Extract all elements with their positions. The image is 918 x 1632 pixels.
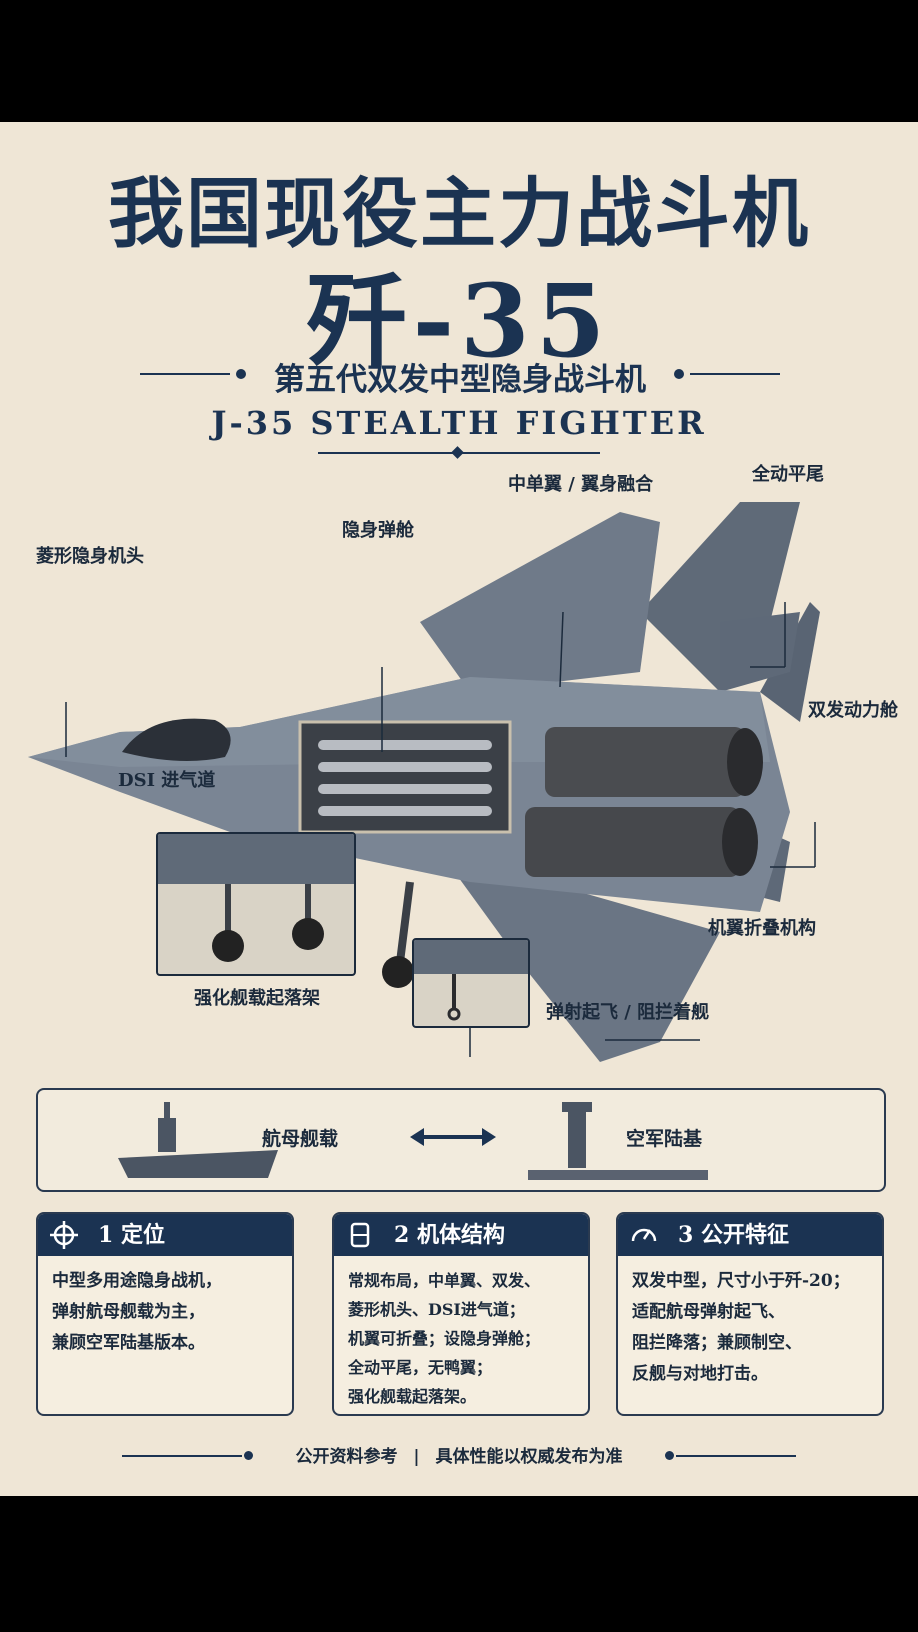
card-body: 中型多用途隐身战机， 弹射航母舰载为主， 兼顾空军陆基版本。 bbox=[38, 1256, 292, 1369]
page-title: 我国现役主力战斗机 bbox=[108, 169, 810, 258]
vertical-tail-icon bbox=[640, 502, 800, 692]
divider-dot bbox=[236, 369, 246, 379]
callout-tail: 全动平尾 bbox=[752, 464, 824, 485]
callout-engines: 双发动力舱 bbox=[808, 700, 898, 721]
card-line: 适配航母弹射起飞、 bbox=[632, 1302, 785, 1322]
divider-dot bbox=[674, 369, 684, 379]
divider-dot bbox=[244, 1451, 253, 1460]
cockpit-canopy-icon bbox=[122, 718, 231, 761]
upper-wing bbox=[420, 512, 660, 692]
lower-wing bbox=[440, 852, 720, 1062]
callout-weapons-bay: 隐身弹舱 bbox=[342, 520, 414, 541]
divider-line bbox=[122, 1455, 242, 1457]
card-line: 中型多用途隐身战机， bbox=[52, 1271, 222, 1291]
divider-dot bbox=[665, 1451, 674, 1460]
infographic-poster: 我国现役主力战斗机 歼-35 第五代双发中型隐身战斗机 J-35 STEALTH… bbox=[0, 122, 918, 1496]
divider-line bbox=[676, 1455, 796, 1457]
card-header: 1 定位 bbox=[38, 1214, 292, 1256]
subtitle-row: 第五代双发中型隐身战斗机 bbox=[140, 354, 780, 398]
divider-line bbox=[140, 373, 230, 375]
callout-tailhook: 弹射起飞 / 阻拦着舰 bbox=[546, 1002, 710, 1023]
card-number: 2 bbox=[394, 1222, 410, 1248]
callout-landing-gear: 强化舰载起落架 bbox=[194, 988, 320, 1009]
callout-nose: 菱形隐身机头 bbox=[36, 546, 144, 567]
carrier-label: 航母舰载 bbox=[262, 1128, 339, 1150]
card-line: 常规布局，中单翼、双发、 bbox=[348, 1271, 541, 1290]
card-number: 1 bbox=[98, 1222, 114, 1248]
airframe-icon bbox=[350, 1222, 370, 1248]
engine-lower-icon bbox=[525, 807, 740, 877]
landing-gear-icon bbox=[158, 834, 354, 962]
card-line: 兼顾空军陆基版本。 bbox=[52, 1333, 205, 1353]
card-line: 强化舰载起落架。 bbox=[348, 1387, 477, 1406]
card-line: 菱形机头、DSI进气道； bbox=[348, 1300, 525, 1319]
card-title: 机体结构 bbox=[416, 1222, 505, 1248]
jet-illustration bbox=[28, 502, 820, 1062]
card-line: 机翼可折叠；设隐身弹舱； bbox=[348, 1329, 541, 1348]
tailhook-inset bbox=[412, 938, 530, 1028]
model-title: 歼-35 bbox=[306, 262, 612, 380]
card-positioning: 1 定位 中型多用途隐身战机， 弹射航母舰载为主， 兼顾空军陆基版本。 bbox=[36, 1212, 294, 1416]
footer-left: 公开资料参考 bbox=[295, 1447, 398, 1467]
airbase-tower-icon bbox=[528, 1102, 708, 1180]
card-number: 3 bbox=[678, 1222, 694, 1248]
gauge-icon bbox=[631, 1228, 657, 1242]
card-header: 2 机体结构 bbox=[334, 1214, 588, 1256]
card-title: 定位 bbox=[120, 1222, 165, 1248]
crosshair-icon bbox=[50, 1221, 78, 1249]
footer: 公开资料参考 | 具体性能以权威发布为准 bbox=[0, 1440, 918, 1470]
land-base-label: 空军陆基 bbox=[626, 1128, 703, 1150]
footer-right: 具体性能以权威发布为准 bbox=[435, 1447, 623, 1467]
callout-wing: 中单翼 / 翼身融合 bbox=[508, 474, 654, 495]
divider-diamond bbox=[451, 446, 464, 459]
landing-gear-inset bbox=[156, 832, 356, 976]
card-line: 弹射航母舰载为主， bbox=[52, 1302, 205, 1322]
card-airframe: 2 机体结构 常规布局，中单翼、双发、 菱形机头、DSI进气道； 机翼可折叠；设… bbox=[332, 1212, 590, 1416]
card-line: 全动平尾，无鸭翼； bbox=[348, 1358, 493, 1377]
footer-text: 公开资料参考 | 具体性能以权威发布为准 bbox=[262, 1442, 656, 1467]
card-line: 双发中型，尺寸小于歼-20； bbox=[632, 1271, 850, 1291]
engine-upper-icon bbox=[545, 727, 745, 797]
subtitle-chinese: 第五代双发中型隐身战斗机 bbox=[274, 362, 646, 398]
card-line: 反舰与对地打击。 bbox=[632, 1364, 768, 1384]
card-line: 阻拦降落；兼顾制空、 bbox=[632, 1333, 802, 1353]
card-public-features: 3 公开特征 双发中型，尺寸小于歼-20； 适配航母弹射起飞、 阻拦降落；兼顾制… bbox=[616, 1212, 884, 1416]
callout-intake: DSI 进气道 bbox=[118, 770, 216, 791]
divider-line bbox=[690, 373, 780, 375]
double-arrow-icon bbox=[410, 1128, 496, 1146]
card-title: 公开特征 bbox=[700, 1222, 789, 1248]
basing-panel: 航母舰载 空军陆基 bbox=[36, 1088, 886, 1192]
card-body: 常规布局，中单翼、双发、 菱形机头、DSI进气道； 机翼可折叠；设隐身弹舱； 全… bbox=[334, 1256, 588, 1414]
subtitle-english: J-35 STEALTH FIGHTER bbox=[211, 404, 707, 442]
card-body: 双发中型，尺寸小于歼-20； 适配航母弹射起飞、 阻拦降落；兼顾制空、 反舰与对… bbox=[618, 1256, 882, 1400]
card-header: 3 公开特征 bbox=[618, 1214, 882, 1256]
callout-wing-fold: 机翼折叠机构 bbox=[708, 918, 816, 939]
tailhook-icon bbox=[414, 940, 528, 1021]
footer-separator: | bbox=[413, 1447, 420, 1467]
aircraft-carrier-icon bbox=[118, 1102, 278, 1178]
